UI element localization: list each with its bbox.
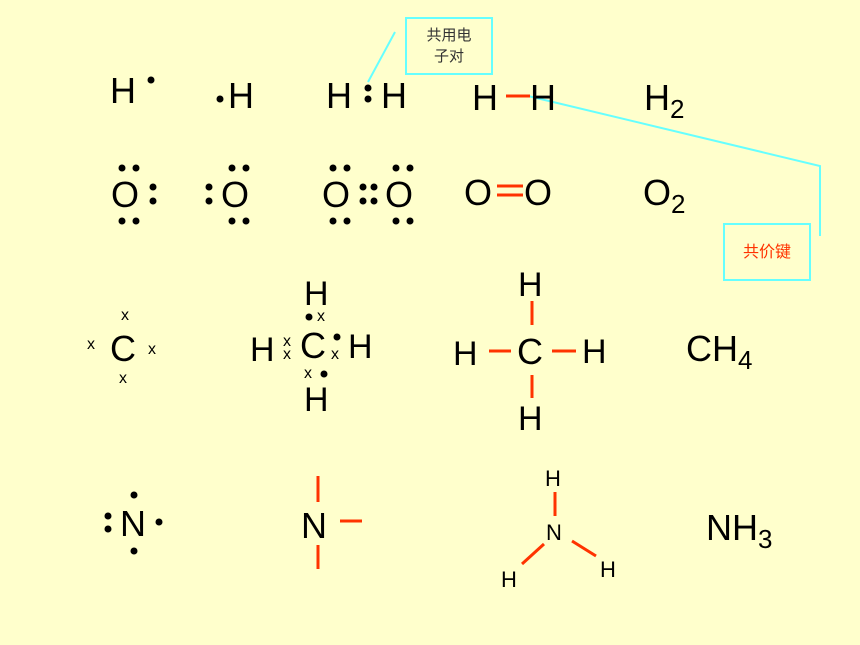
formula-main: H <box>644 77 670 118</box>
o-atom-left: O <box>111 174 139 215</box>
shared-electron-dot <box>370 183 378 191</box>
electron-dot <box>216 95 224 103</box>
hydrogen-electron-dot <box>333 333 341 341</box>
ch4-lewis-top-h: H <box>304 275 329 313</box>
c-atom: C <box>110 328 136 369</box>
h2-formula: H2 <box>644 77 684 124</box>
ch4-structure-center-c: C <box>517 331 543 372</box>
ch4-structure-left-h: H <box>453 335 478 373</box>
electron-dot <box>406 217 414 225</box>
hydrogen-electron-dot <box>320 370 328 378</box>
nitrogen-row: N N H N H H NH3 <box>104 466 772 592</box>
formula-subscript: 2 <box>671 189 685 219</box>
n-bonds-center: N <box>301 505 327 546</box>
electron-dot <box>149 197 157 205</box>
o2-lewis-left: O <box>322 174 350 215</box>
electron-dot <box>228 217 236 225</box>
shared-electron-pair-callout: 共用电子对 <box>405 17 493 75</box>
electron-dot <box>130 491 138 499</box>
o-atom-right: O <box>221 174 249 215</box>
h-atom-right: H <box>228 75 254 116</box>
formula-subscript: 2 <box>670 94 684 124</box>
electron-dot <box>242 164 250 172</box>
electron-dot <box>343 164 351 172</box>
ch4-formula: CH4 <box>686 328 752 375</box>
single-bond <box>520 542 546 566</box>
hydrogen-row: H H H H H H H2 <box>110 70 684 124</box>
o2-lewis-right: O <box>385 174 413 215</box>
electron-cross: x <box>119 370 127 387</box>
electron-dot <box>132 164 140 172</box>
carbon-row: C x x x x H H C H H x x x x x H H C H H … <box>87 266 752 438</box>
electron-dot <box>130 547 138 555</box>
h2-lewis-left: H <box>326 75 352 116</box>
leader-line-covalent-bond <box>527 95 821 236</box>
electron-cross: x <box>317 308 325 325</box>
leader-line-electron-pair <box>367 31 396 83</box>
electron-dot <box>329 164 337 172</box>
electron-cross: x <box>283 346 291 363</box>
o2-structure-right: O <box>524 172 552 213</box>
electron-cross: x <box>87 336 95 353</box>
electron-dot <box>392 217 400 225</box>
electron-dot <box>147 76 155 84</box>
nh3-formula: NH3 <box>706 507 772 554</box>
formula-main: NH <box>706 507 758 548</box>
electron-dot <box>104 512 112 520</box>
electron-cross: x <box>331 346 339 363</box>
formula-subscript: 4 <box>738 345 752 375</box>
hydrogen-electron-dot <box>305 313 313 321</box>
h2-lewis-right: H <box>381 75 407 116</box>
ch4-structure-bottom-h: H <box>518 400 543 438</box>
electron-dot <box>118 217 126 225</box>
n-atom: N <box>120 503 146 544</box>
ch4-structure-right-h: H <box>582 333 607 371</box>
oxygen-row: O O O O O O O2 <box>111 164 685 225</box>
electron-dot <box>343 217 351 225</box>
ch4-lewis-bottom-h: H <box>304 381 329 419</box>
covalent-bond-callout: 共价键 <box>723 223 811 281</box>
electron-dot <box>406 164 414 172</box>
electron-dot <box>205 197 213 205</box>
electron-dot <box>104 525 112 533</box>
single-bond <box>571 539 597 558</box>
shared-electron-dot <box>364 84 372 92</box>
shared-electron-dot <box>364 95 372 103</box>
electron-dot <box>205 183 213 191</box>
o2-structure-left: O <box>464 172 492 213</box>
shared-electron-dot <box>359 197 367 205</box>
nh3-structure-center-n: N <box>546 520 562 545</box>
electron-dot <box>392 164 400 172</box>
electron-dot <box>242 217 250 225</box>
formula-subscript: 3 <box>758 524 772 554</box>
h-atom-left: H <box>110 70 136 111</box>
nh3-structure-right-h: H <box>600 557 616 582</box>
ch4-lewis-right-h: H <box>348 328 373 366</box>
o2-formula: O2 <box>643 172 685 219</box>
h2-structure-right: H <box>530 77 556 118</box>
shared-electron-dot <box>359 183 367 191</box>
electron-dot <box>132 217 140 225</box>
electron-cross: x <box>148 341 156 358</box>
nh3-structure-top-h: H <box>545 466 561 491</box>
electron-dot <box>118 164 126 172</box>
electron-dot <box>155 518 163 526</box>
electron-cross: x <box>283 333 291 350</box>
electron-cross: x <box>304 365 312 382</box>
ch4-lewis-center-c: C <box>300 325 326 366</box>
formula-main: O <box>643 172 671 213</box>
electron-cross: x <box>121 307 129 324</box>
electron-dot <box>228 164 236 172</box>
formula-main: CH <box>686 328 738 369</box>
electron-dot <box>329 217 337 225</box>
nh3-structure-left-h: H <box>501 567 517 592</box>
shared-electron-dot <box>370 197 378 205</box>
ch4-lewis-left-h: H <box>250 331 275 369</box>
electron-dot <box>149 183 157 191</box>
h2-structure-left: H <box>472 77 498 118</box>
ch4-structure-top-h: H <box>518 266 543 304</box>
